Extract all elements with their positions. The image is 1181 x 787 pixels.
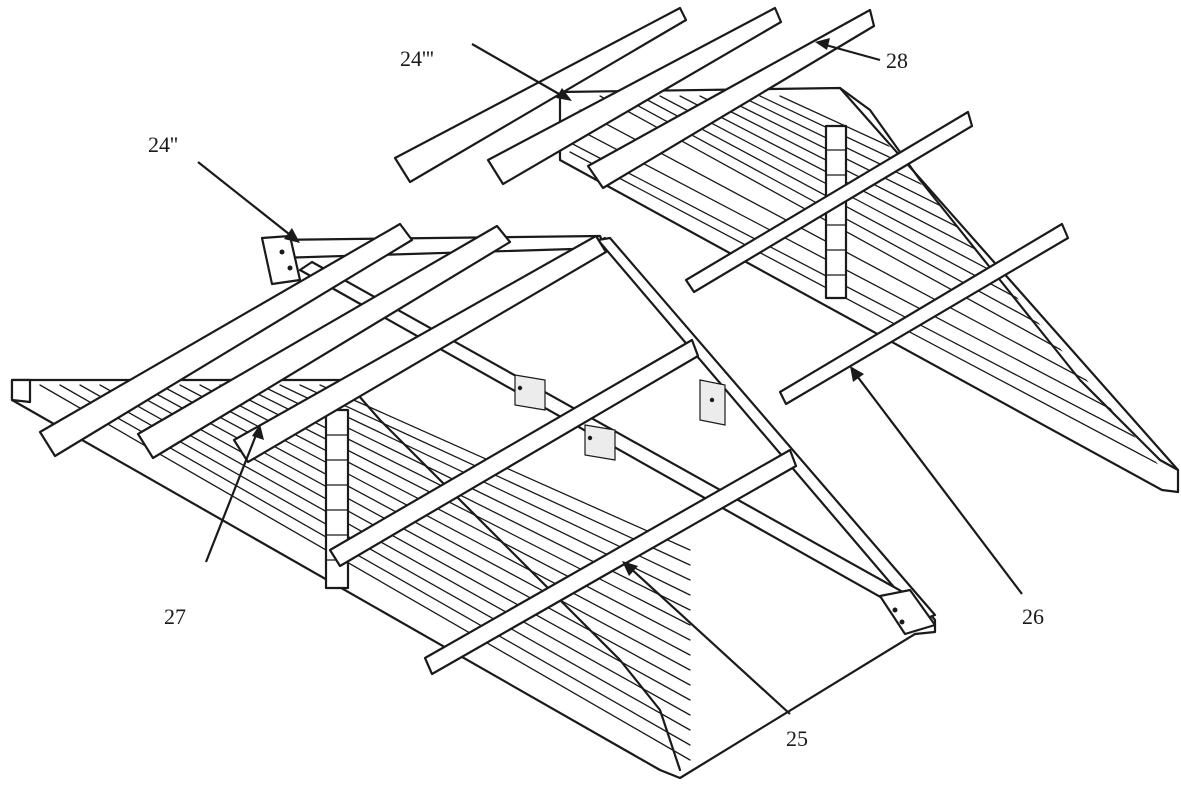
label-26: 26 <box>1022 604 1044 629</box>
front-truss-diagonal <box>596 236 937 622</box>
back-rafter-2 <box>486 6 783 186</box>
leader-27 <box>204 429 260 563</box>
front-truss-left-block <box>260 234 302 286</box>
back-crossbar-upper <box>684 110 974 294</box>
label-25: 25 <box>786 726 808 751</box>
front-roof-section <box>10 222 937 780</box>
back-roof-section <box>393 6 1180 494</box>
leader-26 <box>853 371 1023 595</box>
leader-28 <box>821 42 881 62</box>
leader-25 <box>627 565 791 715</box>
front-truss-top-chord <box>268 234 608 260</box>
front-crossbar-upper <box>328 338 700 568</box>
back-rafter-1 <box>393 6 688 184</box>
front-rafter-2 <box>136 224 512 460</box>
back-crossbar-26 <box>778 222 1070 406</box>
label-28: 28 <box>886 48 908 73</box>
label-24pp: 24'' <box>148 132 178 157</box>
leader-lines <box>197 38 1023 715</box>
back-rafter-28 <box>586 8 876 190</box>
leader-24pp <box>197 161 295 239</box>
front-crossbar-25 <box>423 448 798 676</box>
front-rafter-1 <box>38 222 414 458</box>
label-27: 27 <box>164 604 186 629</box>
leader-24ppp <box>471 43 567 99</box>
label-24ppp: 24''' <box>400 46 434 71</box>
front-rafter-27 <box>232 234 608 464</box>
callout-labels: 24''' 28 24'' 27 26 25 <box>148 46 1044 751</box>
front-truss-bottom-block <box>878 588 937 636</box>
